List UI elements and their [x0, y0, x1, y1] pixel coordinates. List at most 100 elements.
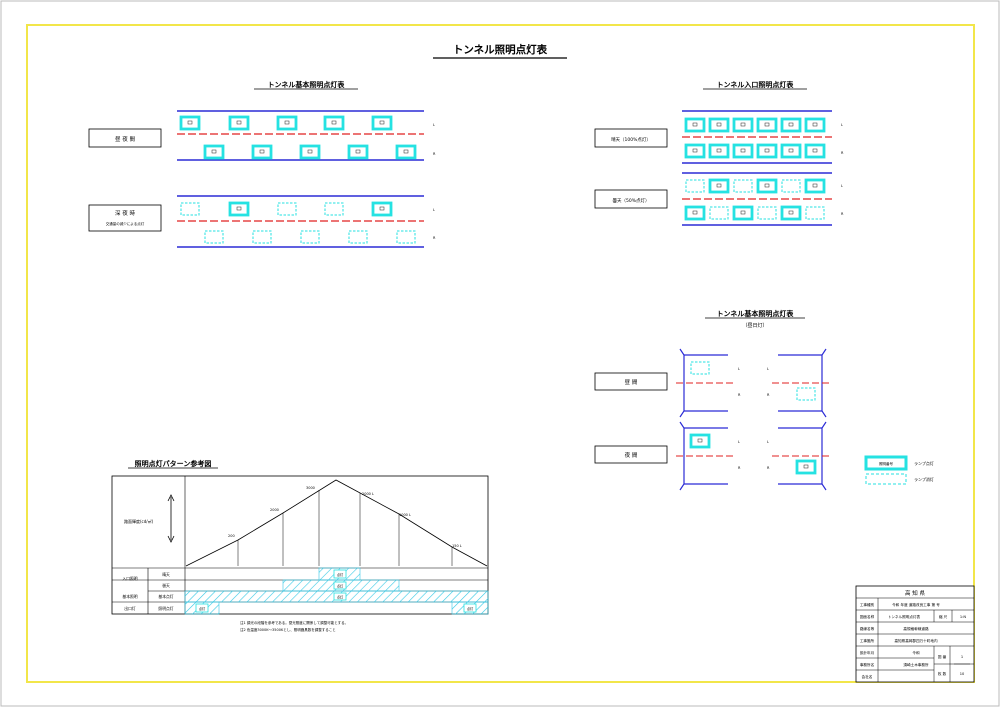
- lamp-basic-allnight-bottom-0: [203, 144, 225, 160]
- row-group-entrance: 入口照明: [122, 576, 137, 581]
- road-entrance-cloudy: [682, 172, 832, 226]
- lamp-night-right: [795, 459, 817, 475]
- legend-swatch-off: [865, 473, 907, 485]
- entrance-section-title: トンネル入口照明点灯表: [717, 80, 795, 89]
- row-item-cloudy: 曇天: [162, 583, 170, 588]
- lamp-basic-reduced-bottom-1: [252, 230, 272, 244]
- lamp-entrance-sunny-top-4: [780, 117, 802, 133]
- lamp-code-bottom: R: [841, 212, 844, 216]
- tb-label-4: 設計年月: [860, 650, 874, 655]
- mode-box-day: 昼 間: [594, 372, 668, 391]
- lamp-basic-allnight-top-4: [371, 115, 393, 131]
- curve-label-right-2: 150 L: [452, 544, 462, 548]
- road-entrance-sunny: [682, 110, 832, 164]
- road-basic-allnight: [177, 110, 424, 161]
- lane-code-down: R: [433, 236, 436, 240]
- lamp-entrance-cloudy-top-4: [781, 179, 801, 193]
- lamp-code-top: L: [841, 184, 843, 188]
- tb-count-num: 10: [960, 672, 965, 676]
- lamp-basic-allnight-bottom-1: [251, 144, 273, 160]
- curve-label-right-1: 1000 L: [399, 513, 411, 517]
- bar-cell-entrance-cloudy: 点灯: [333, 581, 347, 590]
- lamp-basic-allnight-bottom-2: [299, 144, 321, 160]
- lamp-basic-reduced-top-3: [324, 202, 344, 216]
- lamp-entrance-sunny-top-0: [684, 117, 706, 133]
- lane-code-down: R: [738, 393, 741, 397]
- lamp-entrance-sunny-top-2: [732, 117, 754, 133]
- mode-label-night: 夜 間: [625, 451, 638, 459]
- lamp-basic-allnight-bottom-3: [347, 144, 369, 160]
- lamp-entrance-cloudy-top-2: [733, 179, 753, 193]
- lamp-code-top: L: [841, 123, 843, 127]
- cell-text: 点灯: [199, 606, 206, 611]
- lamp-entrance-cloudy-top-0: [685, 179, 705, 193]
- lane-code-up: L: [738, 440, 740, 444]
- mode-box-night: 夜 間: [594, 445, 668, 464]
- mode-box-reduced: 深 夜 時 交通量の減少による点灯: [88, 204, 162, 232]
- tb-label-3: 工事箇所: [860, 638, 875, 643]
- lamp-basic-allnight-top-0: [179, 115, 201, 131]
- row-item-sunny: 晴天: [162, 572, 170, 577]
- lamp-entrance-sunny-bottom-5: [804, 143, 826, 159]
- row-group-exit: 出口灯: [124, 606, 136, 611]
- tunnel-portal-day: [676, 348, 830, 418]
- lamp-entrance-cloudy-top-5: [804, 178, 826, 194]
- curve-label-peak: 3000: [306, 486, 315, 490]
- cell-text: 点灯: [467, 606, 474, 611]
- legend-off-label: ランプ消灯: [914, 476, 934, 482]
- pattern-chart-frame: [111, 475, 489, 615]
- road-basic-reduced: [177, 195, 424, 248]
- lamp-entrance-sunny-bottom-2: [732, 143, 754, 159]
- tb-value-3: 高知県高岡郡四万十町地内: [894, 638, 938, 643]
- pattern-ylabel: 路面輝度(cd/㎡): [124, 518, 154, 524]
- basic-day-section-title: トンネル基本照明点灯表: [717, 309, 795, 318]
- lamp-entrance-sunny-top-3: [756, 117, 778, 133]
- lamp-entrance-cloudy-top-3: [756, 178, 778, 194]
- legend-swatch-on: [864, 455, 908, 471]
- lamp-basic-allnight-top-2: [276, 115, 298, 131]
- tb-sheet-label: 図 番: [938, 654, 947, 659]
- lane-code-down: R: [767, 393, 770, 397]
- tb-value-4: 令和: [912, 650, 920, 655]
- mode-box-cloudy: 曇天（50%点灯）: [594, 189, 668, 209]
- mode-label-day: 昼 間: [625, 379, 638, 386]
- tb-value-0: 令和 年度 道路改良工事 第 号: [892, 602, 940, 607]
- lamp-entrance-sunny-top-1: [708, 117, 730, 133]
- tb-value-5: 須崎土木事務所: [903, 662, 929, 667]
- lamp-day-right: [796, 387, 816, 401]
- tb-extra-value-1: 1:N: [960, 615, 966, 619]
- lane-code-down: R: [767, 466, 770, 470]
- tb-extra-label-1: 縮 尺: [939, 614, 948, 619]
- lane-code-up: L: [738, 367, 740, 371]
- lamp-basic-reduced-top-0: [180, 202, 200, 216]
- tb-value-1: トンネル照明点灯表: [888, 614, 921, 619]
- lamp-basic-reduced-bottom-4: [396, 230, 416, 244]
- tb-label-5: 事務所名: [860, 662, 875, 667]
- lamp-basic-reduced-top-4: [371, 201, 393, 217]
- lamp-entrance-cloudy-bottom-3: [757, 206, 777, 220]
- pattern-section-title: 照明点灯パターン参考図: [135, 459, 212, 468]
- lamp-entrance-cloudy-bottom-4: [780, 205, 802, 221]
- pattern-note-1: 注1 調光の段階を参考である。昼光照度に関係して調整可能とする。: [240, 620, 348, 625]
- basic-day-section-subtitle: （昼日灯）: [742, 322, 767, 329]
- lamp-code-bottom: R: [841, 151, 844, 155]
- mode-label-sunny: 晴天（100%点灯）: [611, 136, 651, 143]
- lamp-entrance-sunny-top-5: [804, 117, 826, 133]
- lamp-entrance-sunny-bottom-3: [756, 143, 778, 159]
- title-block-org: 高 知 県: [905, 589, 925, 597]
- page-title: トンネル照明点灯表: [453, 43, 548, 56]
- lamp-basic-allnight-top-1: [228, 115, 250, 131]
- mode-label-cloudy: 曇天（50%点灯）: [612, 197, 649, 204]
- bar-cell-exit-left: 点灯: [195, 603, 209, 613]
- tb-label-0: 工事種別: [860, 602, 875, 607]
- lane-code-up: L: [433, 208, 435, 212]
- drawing-frame: [26, 24, 975, 683]
- lamp-basic-reduced-bottom-3: [348, 230, 368, 244]
- cell-text: 点灯: [337, 595, 344, 600]
- lamp-entrance-cloudy-bottom-1: [709, 206, 729, 220]
- lane-code-up: L: [767, 440, 769, 444]
- lamp-entrance-sunny-bottom-4: [780, 143, 802, 159]
- bar-cell-exit-right: 点灯: [463, 603, 477, 613]
- luminance-curve: [185, 479, 488, 567]
- lamp-night-left: [689, 433, 711, 449]
